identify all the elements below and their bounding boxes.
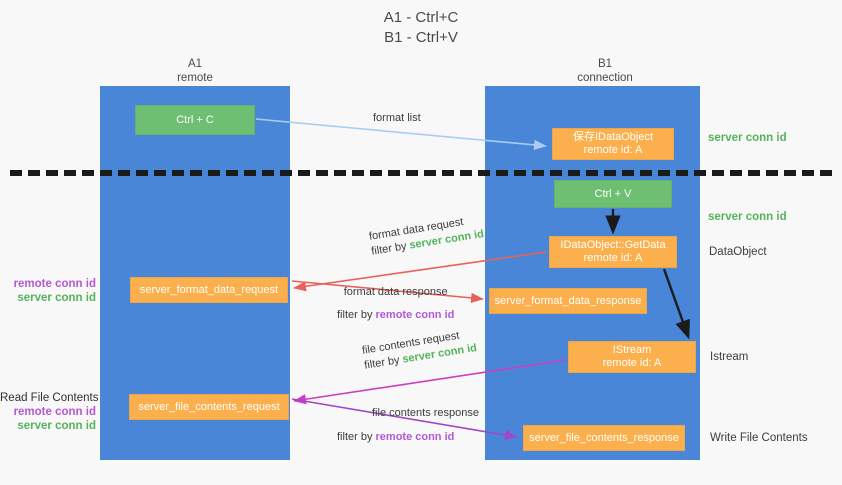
arrow-format-data-response [291, 280, 484, 303]
edge-label-file-contents-response-filter: filter by remote conn id [337, 431, 455, 443]
node-istream[interactable]: IStream remote id: A [568, 341, 696, 373]
edge-label-file-contents-response: file contents response filter by remote … [337, 406, 480, 445]
note-bottom-remote-conn-id: remote conn id [13, 406, 96, 418]
page-title: A1 - Ctrl+C B1 - Ctrl+V [383, 9, 459, 46]
note-middle-remote-conn-id: remote conn id [13, 278, 96, 290]
node-server-format-data-request[interactable]: server_format_data_request [130, 277, 288, 303]
column-header-a1: A1 remote [177, 58, 213, 84]
arrow-getdata-to-istream [662, 268, 690, 340]
edge-label-format-data-response-line1: format data response [343, 286, 448, 298]
node-server-file-contents-response[interactable]: server_file_contents_response [523, 425, 685, 451]
edge-label-file-contents-response-line1: file contents response [372, 407, 480, 419]
token-remote-conn-id: remote conn id [375, 309, 455, 321]
note-read-file-contents: Read File Contents remote conn id server… [0, 391, 99, 433]
node-server-format-data-response[interactable]: server_format_data_response [489, 288, 647, 314]
note-server-conn-id-top: server conn id [708, 132, 787, 144]
note-istream: Istream [710, 351, 749, 363]
edge-label-format-data-response: format data response filter by remote co… [337, 285, 454, 323]
note-server-conn-id-middle: server conn id [708, 211, 787, 223]
node-ctrl-c[interactable]: Ctrl + C [135, 105, 255, 135]
edge-label-format-list-text: format list [373, 112, 421, 124]
edge-label-format-data-response-filter: filter by remote conn id [337, 309, 455, 321]
note-dataobject: DataObject [709, 246, 767, 258]
phase-divider [10, 170, 832, 176]
note-middle-server-conn-id: server conn id [17, 292, 96, 304]
note-middle-conn-ids: remote conn id server conn id [0, 277, 96, 305]
arrow-file-contents-request [293, 359, 567, 405]
arrow-file-contents-response [291, 398, 518, 441]
arrow-format-list [255, 118, 547, 150]
node-ctrl-v[interactable]: Ctrl + V [554, 180, 672, 208]
token-remote-conn-id: remote conn id [375, 431, 455, 443]
note-write-file-contents: Write File Contents [710, 432, 808, 444]
edge-label-format-list: format list [373, 111, 421, 126]
column-header-b1: B1 connection [577, 58, 633, 84]
node-idataobject-getdata[interactable]: IDataObject::GetData remote id: A [549, 236, 677, 268]
arrow-format-data-request [293, 251, 547, 292]
node-server-file-contents-request[interactable]: server_file_contents_request [129, 394, 289, 420]
note-read-file-contents-heading: Read File Contents [0, 392, 99, 404]
node-save-idataobject[interactable]: 保存IDataObject remote id: A [552, 128, 674, 160]
note-bottom-server-conn-id: server conn id [17, 420, 96, 432]
